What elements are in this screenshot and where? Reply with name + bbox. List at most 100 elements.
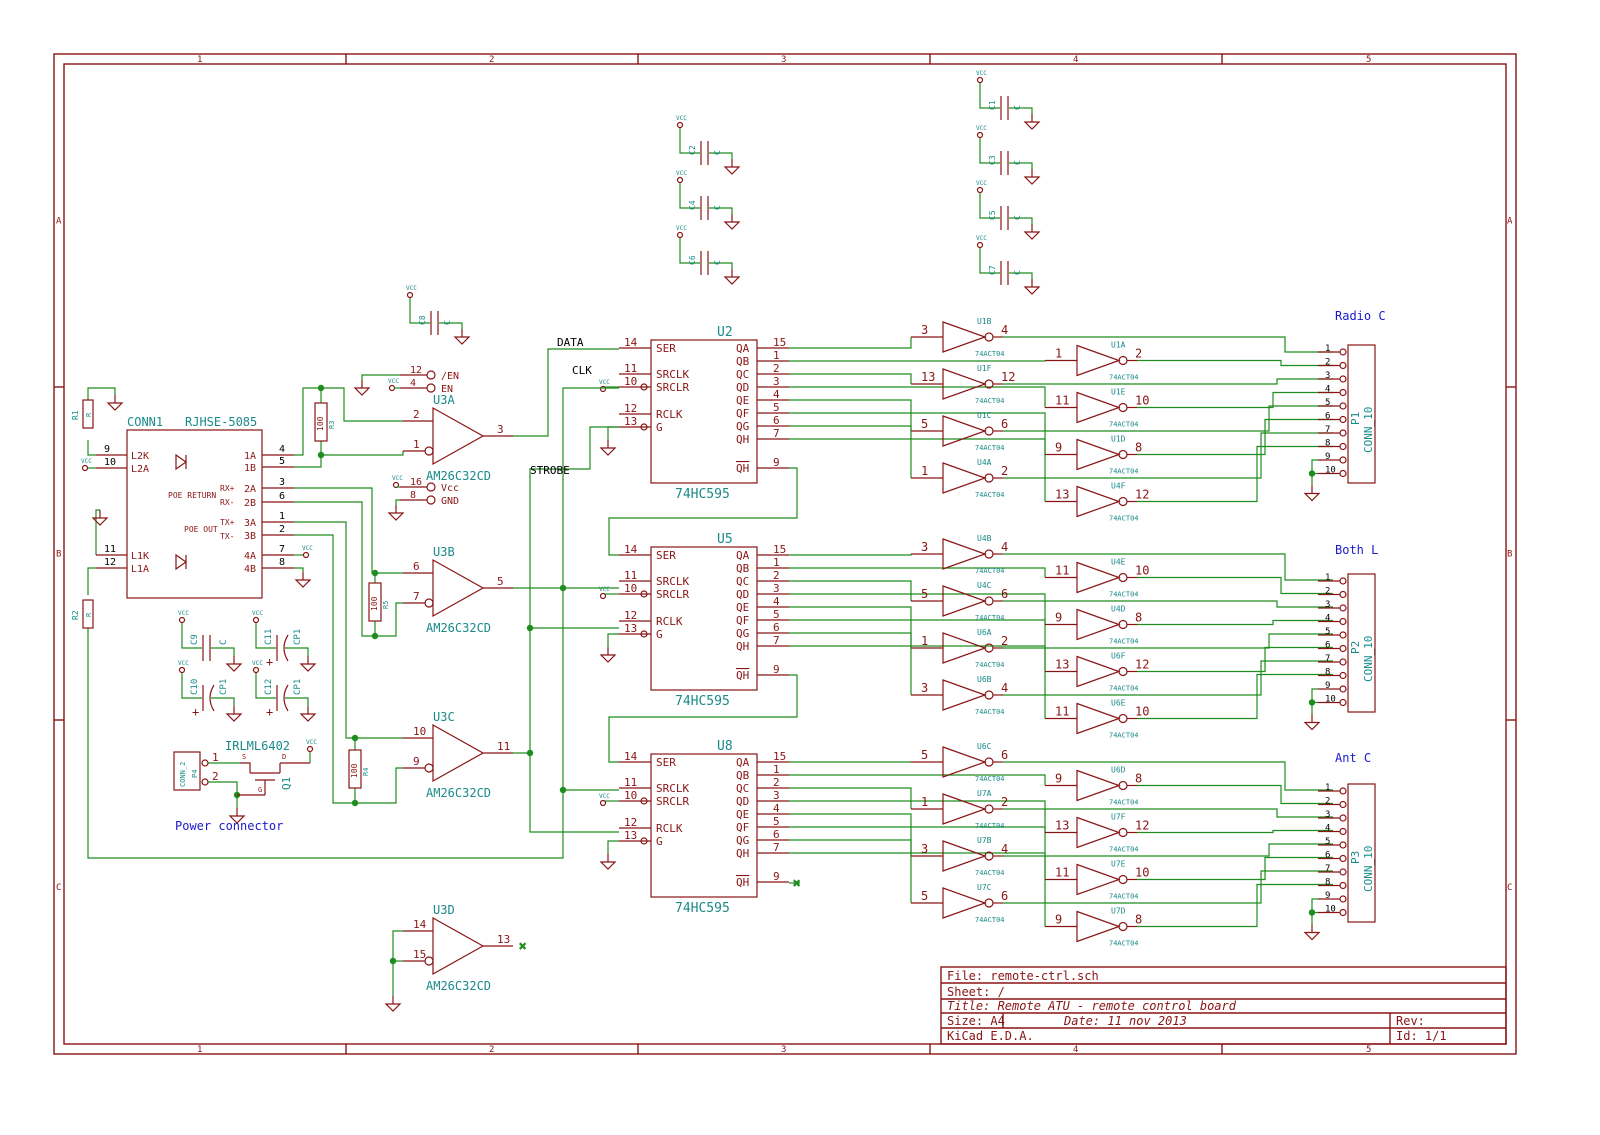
junction — [1308, 470, 1316, 477]
pin-number: 2 — [413, 408, 420, 421]
inverter-body — [1076, 702, 1121, 735]
pin-number: 4 — [1001, 323, 1008, 337]
wire — [294, 567, 304, 572]
pin-number: 1 — [1055, 347, 1062, 361]
pin-number: 5 — [921, 748, 928, 762]
row-marker: C — [56, 883, 61, 893]
wire — [1009, 162, 1033, 169]
pin-name: QE — [736, 394, 749, 407]
pin-number: 6 — [1001, 889, 1008, 903]
vcc-symbol: VCC — [976, 70, 987, 84]
connector-pin — [1339, 895, 1347, 903]
resistor-value: 100 — [370, 596, 379, 611]
vcc-label: VCC — [599, 379, 610, 386]
no-connect: × — [519, 939, 526, 953]
inverter-value: 74ACT04 — [975, 350, 1005, 358]
inverter-body — [1076, 608, 1121, 641]
inverter-body — [942, 538, 987, 570]
inverter-ref: U1D — [1111, 435, 1126, 444]
cap-plate — [283, 634, 289, 662]
pin-number: 4 — [1325, 385, 1330, 395]
wire — [1137, 619, 1333, 626]
resistor-value: 100 — [350, 763, 359, 778]
wire — [979, 138, 1000, 164]
receiver-value: AM26C32CD — [426, 979, 491, 993]
inverter-value: 74ACT04 — [1109, 799, 1139, 807]
pin-name: QH — [736, 876, 749, 889]
label-both-l: Both L — [1335, 543, 1378, 557]
wire — [1137, 784, 1333, 805]
pin-number: 12 — [104, 557, 116, 568]
wire — [789, 774, 1046, 786]
connector-pin — [1339, 415, 1347, 424]
pin-number: 7 — [279, 544, 285, 555]
connector-value: CONN_2 — [179, 762, 187, 787]
wire — [1003, 553, 1333, 581]
inv-bubble — [424, 956, 434, 966]
inverter-ref: U1E — [1111, 388, 1126, 397]
conn1-label: RX- — [220, 498, 234, 507]
pin-name: QG — [736, 834, 749, 847]
wire — [1003, 378, 1333, 385]
connector-pin — [1339, 631, 1347, 639]
pin-number: 3 — [921, 540, 928, 554]
junction — [351, 734, 359, 742]
pin-name: G — [258, 786, 262, 794]
wire — [1009, 272, 1033, 279]
wire — [562, 588, 619, 791]
inverter-value: 74ACT04 — [975, 444, 1005, 452]
inverter-ref: U1C — [977, 411, 992, 420]
cap-value: CP1 — [219, 679, 229, 695]
inverter-ref: U7D — [1111, 907, 1126, 916]
ground-symbol — [294, 572, 312, 588]
wire — [709, 152, 733, 159]
led-diode — [175, 453, 188, 471]
outer-border — [53, 53, 1517, 1055]
pin-number: 15 — [773, 543, 786, 556]
connector-pin — [1339, 361, 1347, 370]
inverter-body — [942, 887, 987, 919]
inverter-ref: U6C — [977, 742, 992, 751]
title-tool: KiCad E.D.A. — [947, 1029, 1034, 1043]
title-id: Id: 1/1 — [1396, 1029, 1447, 1043]
opamp-body — [432, 558, 485, 618]
inverter-body — [942, 746, 987, 778]
cap-value: C — [713, 260, 722, 265]
inverter-body — [1076, 816, 1121, 849]
junction — [1308, 699, 1316, 706]
pin-number: 13 — [624, 622, 637, 635]
opamp-body — [432, 916, 485, 976]
pin-number: 10 — [104, 457, 116, 468]
inverter-ref: U7E — [1111, 860, 1126, 869]
pin-number: 3 — [773, 789, 780, 802]
wire — [789, 593, 1046, 625]
wire — [95, 509, 100, 555]
wire — [789, 373, 912, 384]
cap-value: C — [713, 205, 722, 210]
ground-symbol — [299, 706, 317, 722]
wire — [979, 193, 1000, 219]
cap-ref: C5 — [988, 210, 997, 220]
pin-name: RCLK — [656, 615, 683, 628]
wire — [789, 386, 1046, 408]
pin-number: 11 — [1055, 705, 1069, 719]
title-text: Title: Remote ATU - remote control board — [947, 999, 1237, 1013]
inverter-value: 74ACT04 — [1109, 732, 1139, 740]
pin-name: SRCLR — [656, 588, 689, 601]
vcc-symbol: VCC — [302, 545, 313, 559]
wire — [392, 930, 403, 996]
ic-body — [650, 339, 758, 484]
wire — [1137, 418, 1333, 456]
wire — [709, 262, 733, 269]
pin-number: 10 — [1325, 905, 1336, 915]
pin-number: 5 — [921, 587, 928, 601]
